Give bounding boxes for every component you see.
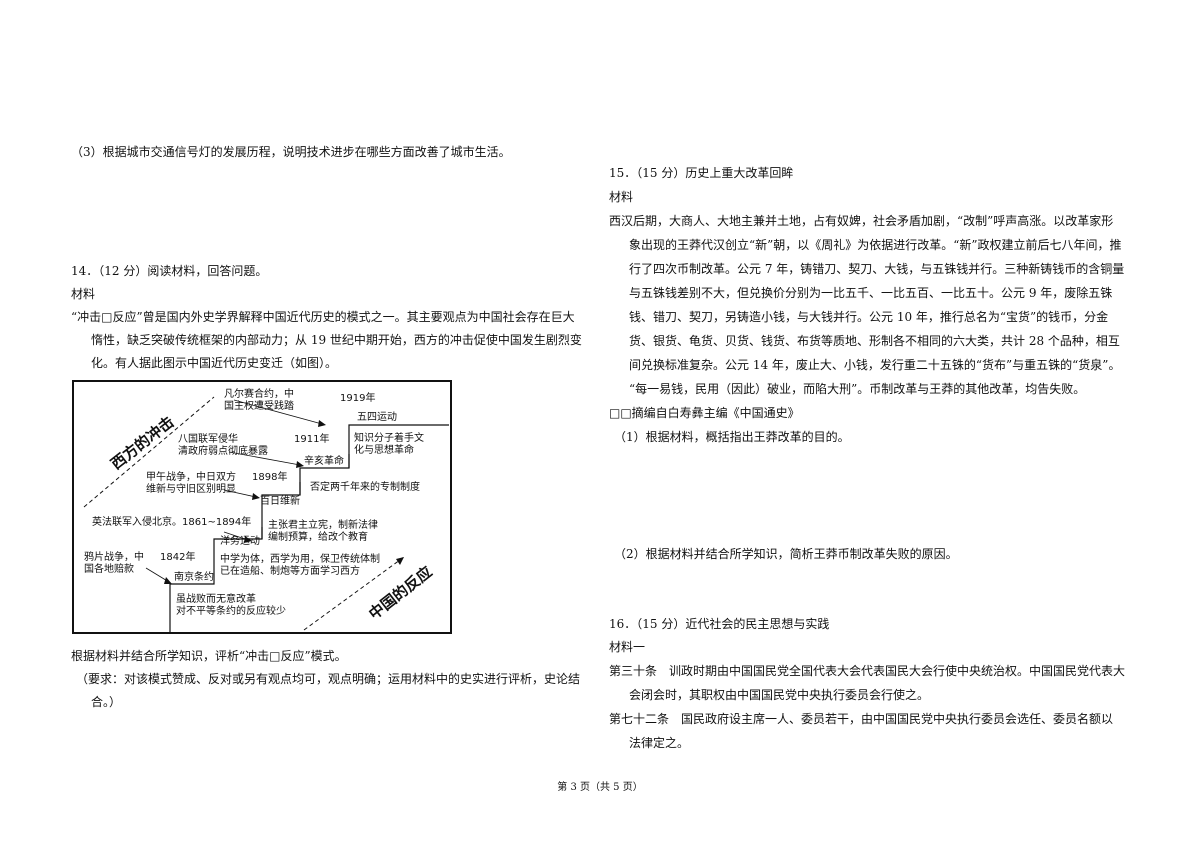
year-1911: 1911年 [294, 432, 329, 445]
stage-1861: 洋务运动 [220, 534, 260, 547]
response-1919-b: 化与思想革命 [354, 443, 414, 456]
arrow-1842 [145, 567, 170, 583]
stage-1898: 百日维新 [260, 494, 300, 507]
q16-title: 16．（15 分）近代社会的民主思想与实践 [609, 617, 830, 631]
q15-question1: （1）根据材料，概括指出王莽改革的目的。 [614, 430, 850, 444]
q15-line5: 钱、错刀、契刀，另铸造小钱，与大钱并行。公元 10 年，推行总名为“宝货”的钱币… [629, 310, 1109, 324]
q14-question: 根据材料并结合所学知识，评析“冲击□反应”模式。 [71, 649, 347, 663]
china-response-arrowhead [396, 557, 404, 565]
arrow-1861 [223, 531, 249, 541]
q14-title: 14．（12 分）阅读材料，回答问题。 [71, 264, 268, 278]
q14-material-label: 材料 [71, 287, 96, 301]
west-impact-label: 西方的冲击 [107, 413, 177, 473]
q15-line6: 货、银货、龟货、贝货、钱货、布货等质地、形制各不相同的六大类，共计 28 个品种… [629, 334, 1120, 348]
response-1861-b: 已在造船、制炮等方面学习西方 [220, 564, 360, 577]
q15-line7: 间兑换标准复杂。公元 14 年，废止大、小钱，发行重二十五铢的“货布”与重五铢的… [629, 358, 1121, 372]
q15-line8: “每一易钱，民用（因此）破业，而陷大刑”。币制改革与王莽的其他改革，均告失败。 [629, 382, 1086, 396]
stage-1911: 辛亥革命 [304, 454, 344, 467]
response-1911: 否定两千年来的专制制度 [310, 480, 420, 493]
q14-para-line1: “冲击□反应”曾是国内外史学界解释中国近代历史的模式之一。其主要观点为中国社会存… [71, 310, 575, 324]
response-1842-b: 对不平等条约的反应较少 [176, 604, 286, 617]
q15-line4: 与五铢钱差别不大，但兑换价分别为一比五千、一比五百、一比五十。公元 9 年，废除… [629, 286, 1113, 300]
arrow-1911 [228, 451, 301, 466]
response-1898-a: 主张君主立宪，制新法律 [268, 518, 378, 531]
page-footer: 第 3 页（共 5 页） [557, 782, 643, 793]
q14-para-line3: 化。有人据此图示中国近代历史变迁（如图）。 [91, 356, 338, 370]
event-1898-b: 维新与守旧区别明显 [146, 482, 236, 495]
impact-response-diagram: 西方的冲击 中国的反应 凡尔赛合约，中 国主权遭受践踏 1919年 五四运动 知… [72, 380, 452, 634]
q13-part3: （3）根据城市交通信号灯的发展历程，说明技术进步在哪些方面改善了城市生活。 [71, 145, 511, 159]
response-1898-b: 编制预算，给改个教育 [268, 530, 368, 543]
arrow-1919 [233, 399, 323, 425]
response-1919-a: 知识分子着手文 [354, 431, 424, 444]
event-1919-a: 凡尔赛合约，中 [224, 387, 294, 400]
q15-source: □□摘编自白寿彝主编《中国通史》 [609, 406, 800, 420]
q15-question2: （2）根据材料并结合所学知识，简析王莽币制改革失败的原因。 [614, 547, 958, 561]
arrow-1898 [223, 489, 257, 498]
response-1842-a: 虽战败而无意改革 [176, 592, 256, 605]
q14-requirement-line1: （要求：对该模式赞成、反对或另有观点均可，观点明确；运用材料中的史实进行评析，史… [76, 672, 581, 686]
event-1911-a: 八国联军侵华 [178, 432, 238, 445]
year-1842: 1842年 [160, 550, 195, 563]
event-1861: 英法联军入侵北京。1861~1894年 [92, 515, 251, 528]
china-response-label: 中国的反应 [365, 563, 435, 623]
stage-1842: 南京条约 [174, 570, 214, 583]
q16-article30-line2: 会闭会时，其职权由中国国民党中央执行委员会行使之。 [629, 688, 930, 702]
event-1898-a: 甲午战争，中日双方 [146, 470, 236, 483]
q15-line2: 象出现的王莽代汉创立“新”朝，以《周礼》为依据进行改革。“新”政权建立前后七八年… [629, 238, 1122, 252]
q14-para-line2: 惰性，缺乏突破传统框架的内部动力；从 19 世纪中期开始，西方的冲击促使中国发生… [91, 333, 582, 347]
response-1861-a: 中学为体，西学为用，保卫传统体制 [220, 552, 380, 565]
q15-title: 15．（15 分）历史上重大改革回眸 [609, 166, 794, 180]
stage-1919: 五四运动 [357, 411, 397, 423]
staircase-line [169, 424, 449, 634]
q14-requirement-line2: 合。） [91, 695, 122, 709]
q16-article72-line2: 法律定之。 [629, 736, 690, 750]
q16-article30-line1: 第三十条 训政时期由中国国民党全国代表大会代表国民大会行使中央统治权。中国国民党… [609, 664, 1126, 678]
event-1911-b: 清政府弱点彻底暴露 [178, 444, 268, 457]
q16-material1-label: 材料一 [609, 640, 646, 654]
event-1842-a: 鸦片战争，中 [84, 550, 144, 563]
event-1842-b: 国各地赔款 [84, 562, 134, 575]
west-impact-arrow-line [83, 396, 215, 508]
q15-material-label: 材料 [609, 190, 634, 204]
year-1898: 1898年 [252, 470, 287, 483]
year-1919: 1919年 [340, 391, 375, 404]
q15-line1: 西汉后期，大商人、大地主兼并土地，占有奴婢，社会矛盾加剧，“改制”呼声高涨。以改… [609, 214, 1114, 228]
event-1919-b: 国主权遭受践踏 [224, 399, 294, 412]
q15-line3: 行了四次币制改革。公元 7 年，铸错刀、契刀、大钱，与五铢钱并行。三种新铸钱币的… [629, 262, 1125, 276]
q16-article72-line1: 第七十二条 国民政府设主席一人、委员若干，由中国国民党中央执行委员会选任、委员名… [609, 712, 1114, 726]
diagram-svg: 西方的冲击 中国的反应 凡尔赛合约，中 国主权遭受践踏 1919年 五四运动 知… [83, 387, 449, 634]
